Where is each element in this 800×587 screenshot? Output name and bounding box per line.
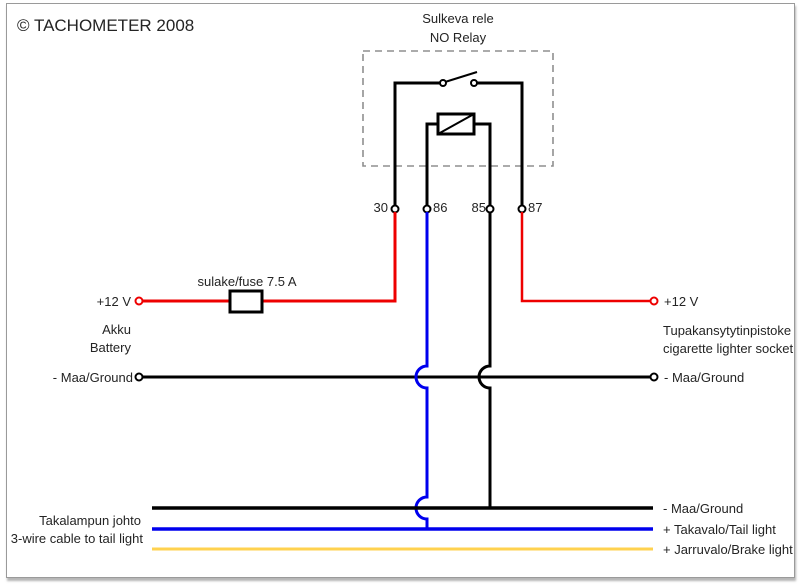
terminal-label-87: 87 [528,200,543,215]
relay-coil-lead-85 [474,122,492,206]
relay-switch-wire-30 [393,81,440,206]
relay-switch-contact-left [439,79,447,87]
cable-tail-light-label: + Takavalo/Tail light [663,522,776,537]
relay-switch-contact-right [470,79,478,87]
socket-positive-terminal [649,296,659,306]
battery-label-fi: Akku [102,322,131,337]
socket-ground-terminal [649,372,659,382]
terminal-label-30: 30 [373,200,388,215]
socket-label-en: cigarette lighter socket [663,341,794,356]
battery-label-en: Battery [89,340,131,355]
cable-brake-light-label: + Jarruvalo/Brake light [663,542,793,557]
wire-socket-positive [520,212,650,303]
relay-pin-87 [517,204,527,214]
wire-coil-86-to-tail-light [414,212,429,529]
socket-label-fi: Tupakansytytinpistoke [663,323,792,338]
diagram-border [6,3,795,578]
relay-pin-86 [422,204,432,214]
terminal-label-86: 86 [433,200,448,215]
relay-switch-arm [444,71,478,83]
socket-voltage-label: +12 V [664,294,699,309]
battery-positive-terminal [134,296,144,306]
fuse-symbol [228,289,264,314]
relay-label-en: NO Relay [429,30,487,45]
fuse-label: sulake/fuse 7.5 A [197,274,297,289]
relay-dashed-box [362,50,554,167]
battery-voltage-label: +12 V [96,294,131,309]
relay-coil-lead-86 [425,122,438,206]
socket-ground-label: - Maa/Ground [664,370,745,385]
battery-ground-terminal [134,372,144,382]
wire-coil-85-to-ground [477,212,492,508]
copyright-text: © TACHOMETER 2008 [17,16,195,35]
tail-cable-label-en: 3-wire cable to tail light [10,531,143,546]
relay-coil-diagonal [437,113,475,135]
relay-pin-30 [390,204,400,214]
battery-ground-label: - Maa/Ground [52,370,133,385]
terminal-label-85: 85 [471,200,486,215]
relay-label-fi: Sulkeva rele [422,11,494,26]
relay-switch-wire-87 [477,81,524,206]
relay-pin-85 [485,204,495,214]
cable-ground-label: - Maa/Ground [663,501,744,516]
wire-battery-positive [142,212,397,303]
tail-cable-label-fi: Takalampun johto [39,513,141,528]
